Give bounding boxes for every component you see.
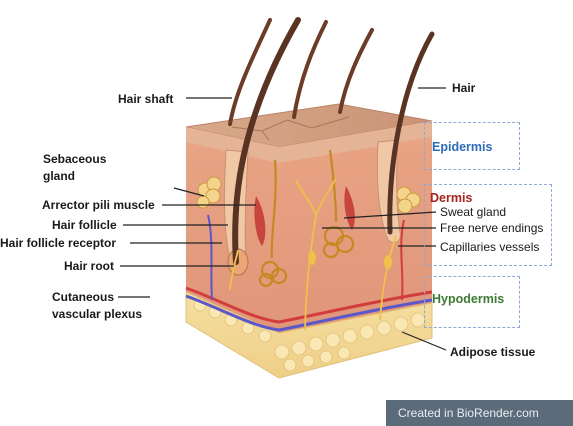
cutaneous-label: Cutaneous xyxy=(52,290,114,304)
sweat-gland-label: Sweat gland xyxy=(440,205,506,219)
hair-label: Hair xyxy=(452,81,475,95)
capillaries-label: Capillaries vessels xyxy=(440,240,539,254)
sebaceous-gland-label-2: gland xyxy=(43,169,75,183)
hypodermis-label: Hypodermis xyxy=(432,292,504,306)
biorender-watermark: Created in BioRender.com xyxy=(386,400,573,426)
free-nerve-endings-label: Free nerve endings xyxy=(440,221,543,235)
hair-follicle-receptor-label: Hair follicle receptor xyxy=(0,236,116,250)
dermis-label: Dermis xyxy=(430,191,472,205)
sebaceous-gland-label: Sebaceous xyxy=(43,152,106,166)
epidermis-label: Epidermis xyxy=(432,140,492,154)
vascular-plexus-label: vascular plexus xyxy=(52,307,142,321)
arrector-pili-label: Arrector pili muscle xyxy=(42,198,155,212)
adipose-tissue-label: Adipose tissue xyxy=(450,345,535,359)
hair-follicle-label: Hair follicle xyxy=(52,218,117,232)
hair-root-label: Hair root xyxy=(64,259,114,273)
hair-shaft-label: Hair shaft xyxy=(118,92,173,106)
